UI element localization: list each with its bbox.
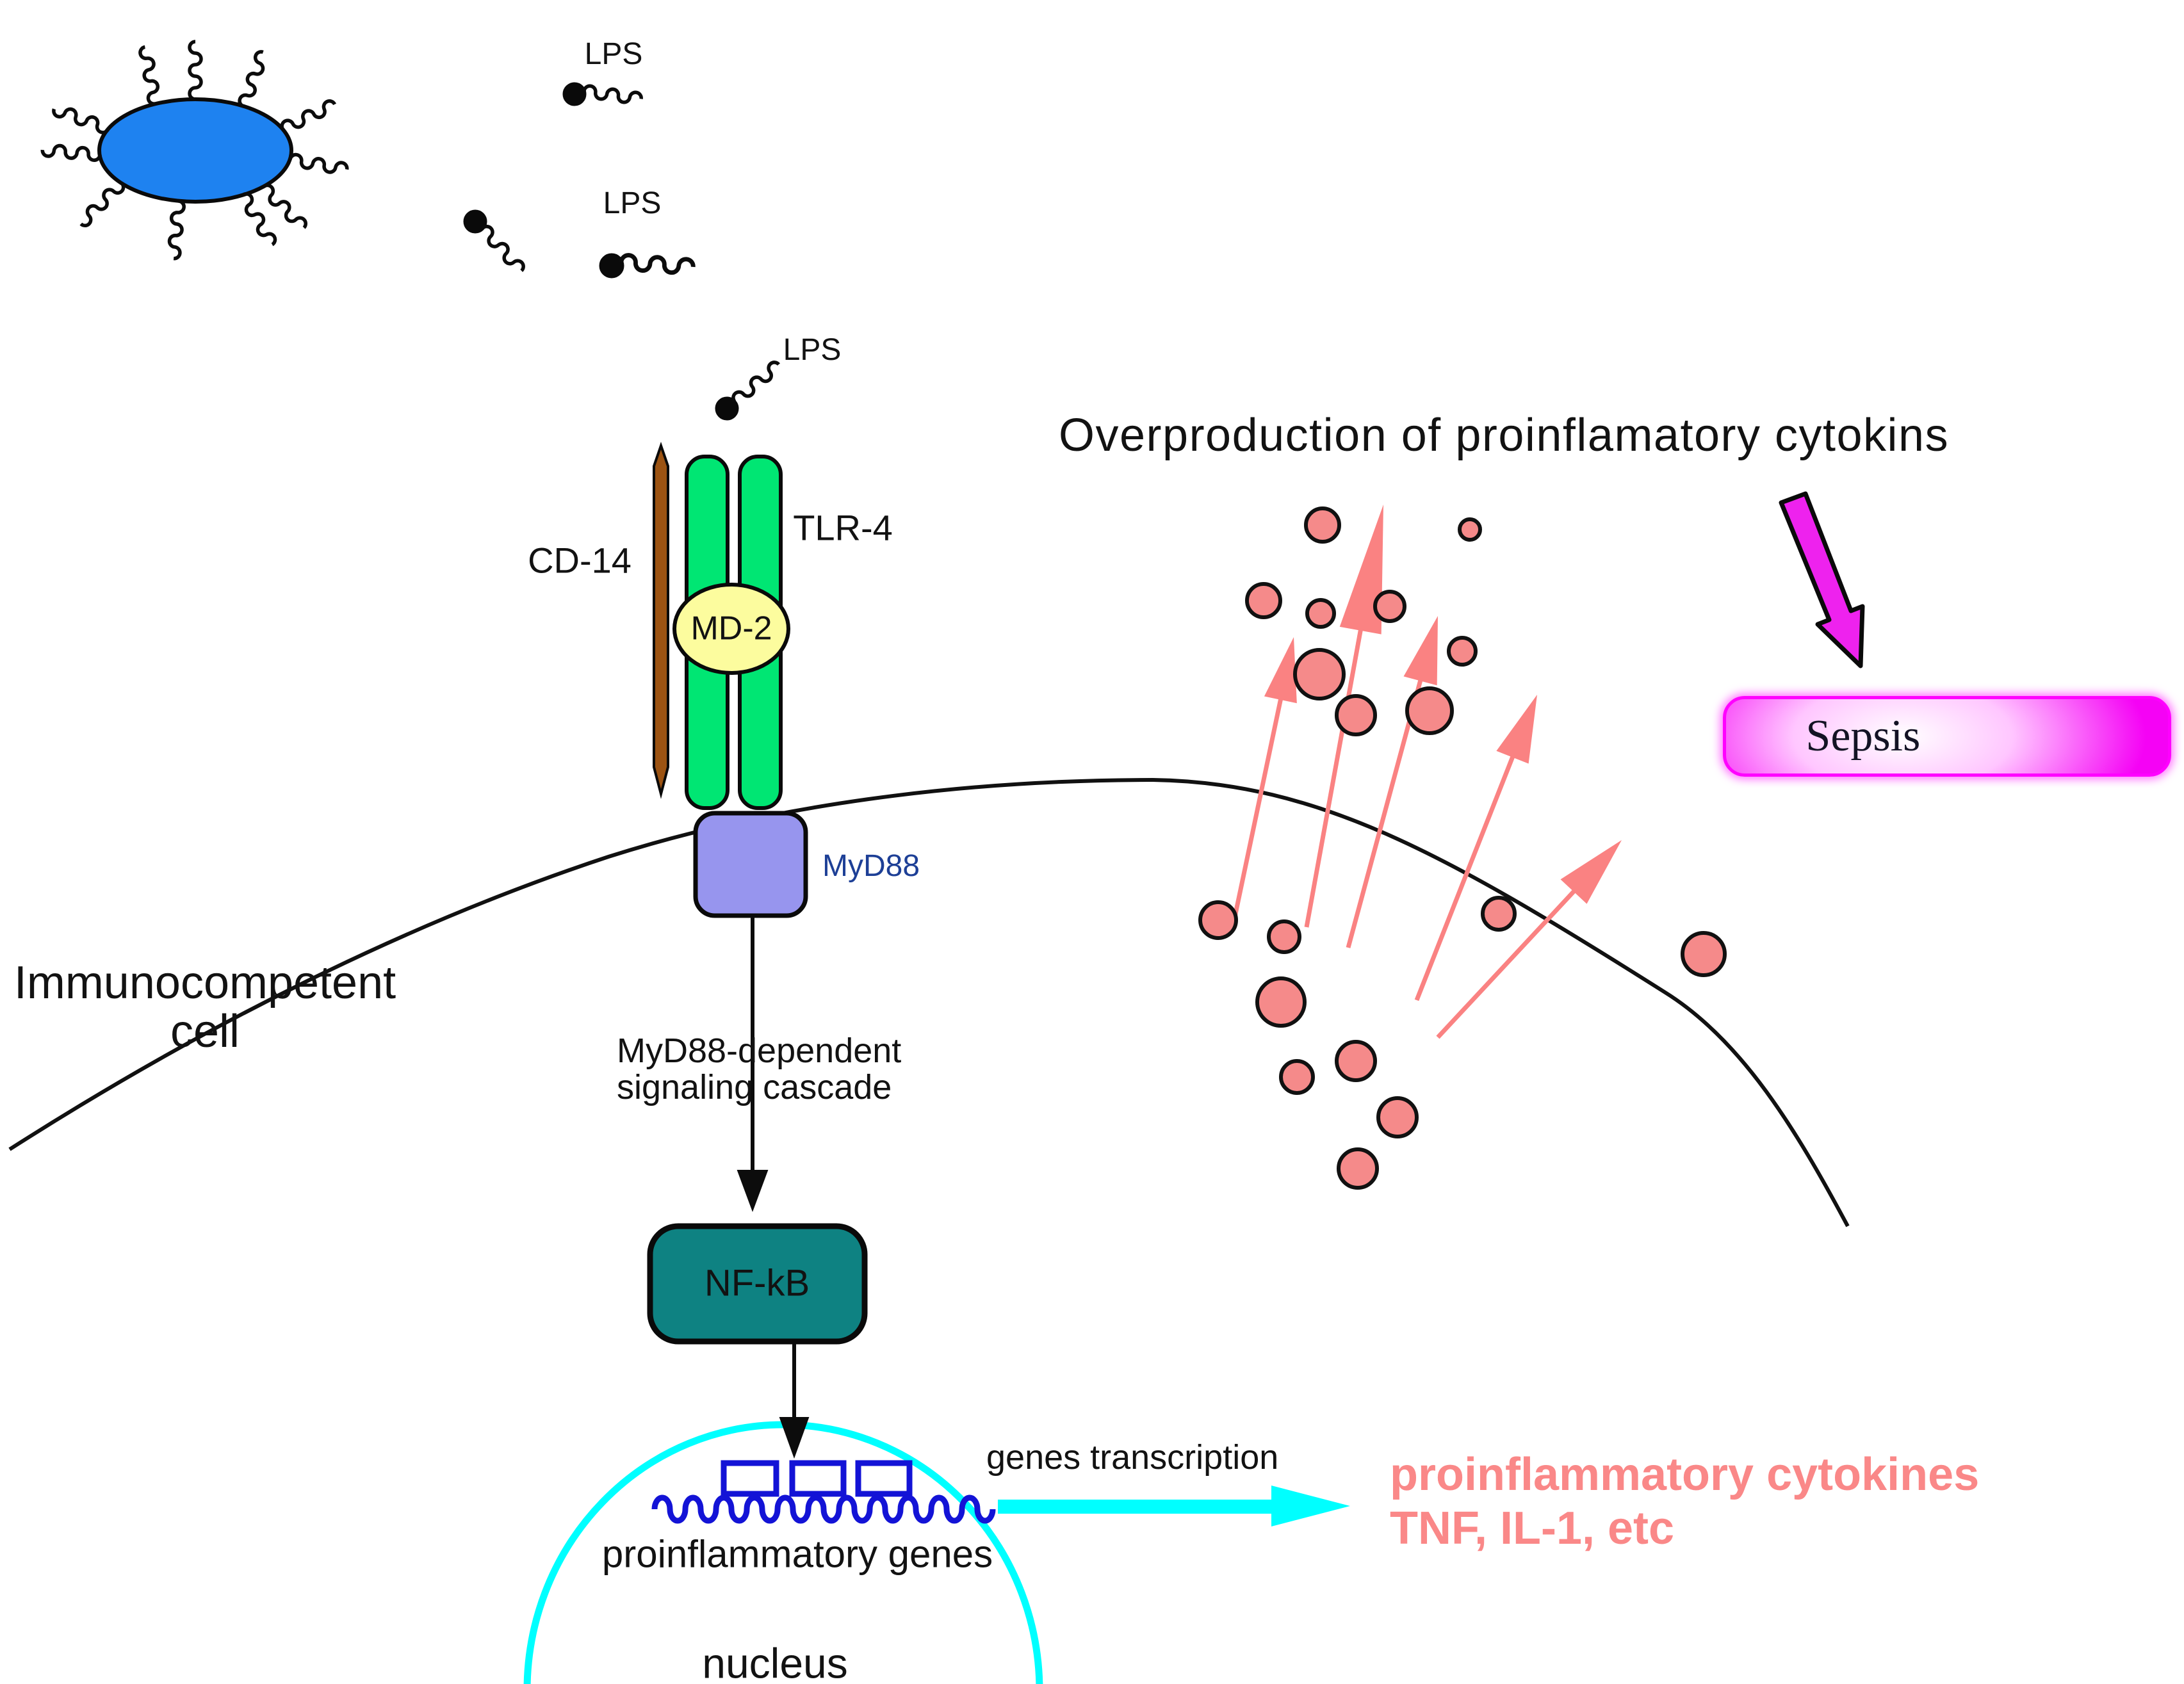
cytokine-circle xyxy=(1681,931,1727,977)
cytokine-circle xyxy=(1335,1040,1377,1082)
cytokine-circle xyxy=(1373,590,1406,623)
cytokine-arrow-tail xyxy=(1304,617,1365,928)
lps-label-2: LPS xyxy=(603,186,662,220)
myd88-label: MyD88 xyxy=(822,848,920,883)
cytokine-circle xyxy=(1405,686,1454,735)
gene-box xyxy=(855,1460,913,1497)
bacterium xyxy=(42,42,348,259)
proinflammatory-genes-label: proinflammatory genes xyxy=(601,1532,993,1576)
dna-wave xyxy=(651,1494,996,1524)
immunocompetent-cell-label: Immunocompetent cell xyxy=(14,959,396,1056)
nfkb-label: NF-kB xyxy=(704,1262,810,1304)
cd14-bar xyxy=(653,441,669,799)
sepsis-label: Sepsis xyxy=(1805,711,1921,761)
cytokine-circle xyxy=(1376,1096,1419,1138)
cytokine-circle xyxy=(1293,648,1346,700)
receptor-complex xyxy=(653,441,808,918)
lps-molecule-dot xyxy=(715,396,739,421)
tlr4-label: TLR-4 xyxy=(793,507,893,548)
cytokine-circle xyxy=(1267,919,1301,954)
lps-label-1: LPS xyxy=(584,36,643,71)
cytokine-arrow-head xyxy=(1264,637,1297,704)
immunocompetent-line: Immunocompetent xyxy=(13,957,396,1008)
cd14-label: CD-14 xyxy=(528,540,632,581)
cytokines-line2: TNF, IL-1, etc xyxy=(1390,1502,1675,1554)
cytokine-circle xyxy=(1255,976,1307,1028)
signal-arrow-nfkb-genes xyxy=(779,1344,810,1459)
sepsis-arrow xyxy=(1779,491,1865,668)
lps-molecule-dot xyxy=(463,209,487,234)
lps-molecules xyxy=(463,82,783,421)
cytokine-arrow-tail xyxy=(1232,686,1285,918)
cytokine-circle xyxy=(1337,1147,1379,1190)
cytokine-circle xyxy=(1198,900,1238,940)
cytokine-circle xyxy=(1481,896,1517,932)
cytokines-line1: proinflammatory cytokines xyxy=(1390,1449,1980,1500)
cell-membrane-arc xyxy=(8,777,1850,1227)
cytokine-circle xyxy=(1304,506,1341,544)
cytokine-circle xyxy=(1279,1059,1315,1095)
cell-line: cell xyxy=(170,1005,240,1057)
cytokine-arrow-tail xyxy=(1414,744,1520,1001)
cytokine-arrow-head xyxy=(1403,616,1438,686)
nucleus-label: nucleus xyxy=(702,1639,848,1684)
sepsis-box: Sepsis xyxy=(1723,696,2171,777)
cascade-line1: MyD88-dependent xyxy=(617,1032,902,1070)
cytokine-circle xyxy=(1458,517,1482,542)
bacterium-body xyxy=(97,97,293,204)
cytokine-arrow-tail xyxy=(1436,880,1585,1039)
nfkb-box xyxy=(647,1223,868,1345)
transcription-arrow xyxy=(998,1486,1350,1526)
gene-box xyxy=(789,1460,847,1497)
cytokine-circle xyxy=(1447,636,1478,667)
cytokine-field xyxy=(1198,505,1727,1190)
cytokine-arrow-head xyxy=(1496,695,1537,764)
lps-molecule-dot xyxy=(599,253,624,279)
myd88-box xyxy=(693,811,808,918)
signal-arrow-myd88-nfkb xyxy=(737,917,769,1212)
md2-ellipse xyxy=(672,583,790,675)
cytokine-circle xyxy=(1245,582,1282,619)
cytokine-arrow-head xyxy=(1560,840,1622,904)
gene-box xyxy=(721,1460,779,1497)
genes-transcription-label: genes transcription xyxy=(986,1438,1279,1477)
cytokine-circle xyxy=(1335,694,1377,736)
md2-label: MD-2 xyxy=(690,610,772,647)
cytokines-text: proinflammatory cytokines TNF, IL-1, etc xyxy=(1390,1448,1979,1555)
lps-molecule-dot xyxy=(562,82,587,106)
cascade-line2: signaling cascade xyxy=(617,1067,892,1106)
cytokine-circle xyxy=(1305,598,1336,629)
overproduction-heading: Overproduction of proinflamatory cytokin… xyxy=(1059,410,1950,461)
cytokine-arrow-head xyxy=(1339,505,1383,635)
lps-label-3: LPS xyxy=(783,332,842,367)
gene-boxes xyxy=(721,1460,913,1497)
cascade-label: MyD88-dependent signaling cascade xyxy=(617,1033,901,1105)
